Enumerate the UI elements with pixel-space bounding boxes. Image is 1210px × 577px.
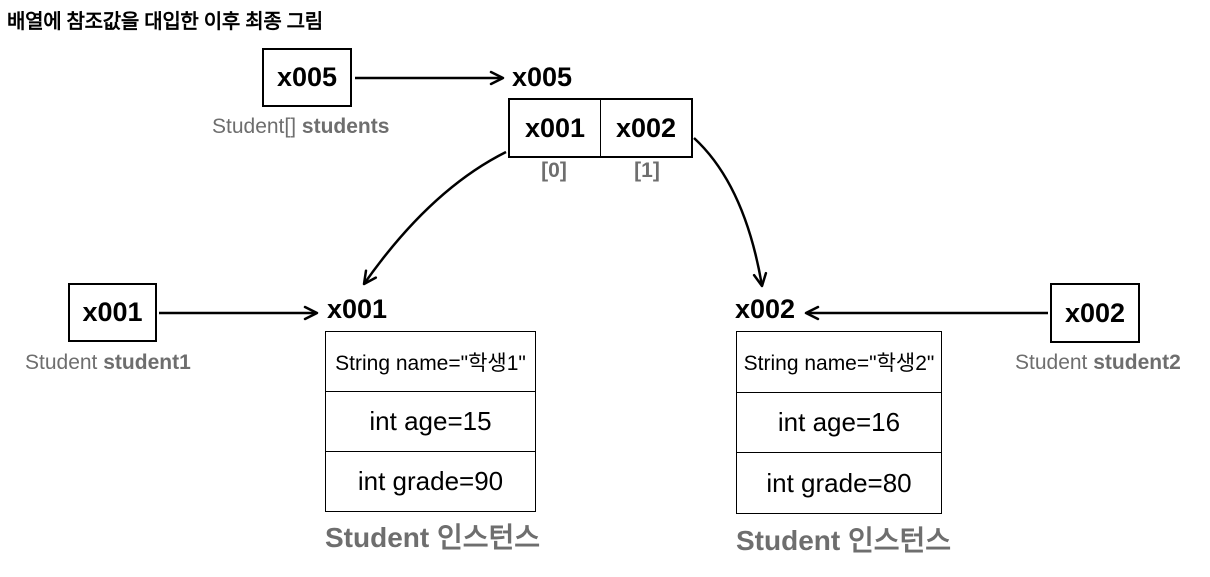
array-index-0-label: [0] [541, 159, 567, 182]
array-cell-0: x001 [524, 112, 586, 143]
students-ref-box: x005 [262, 48, 352, 107]
array-address-label: x005 [512, 62, 573, 92]
student2-var-type: Student [1015, 351, 1088, 374]
array-index-1-label: [1] [634, 159, 660, 182]
student2-ref-value: x002 [1064, 297, 1126, 328]
instance1-caption: Student 인스턴스 [325, 522, 541, 553]
arrow-array1-to-instance2 [693, 137, 768, 288]
instance2-caption: Student 인스턴스 [736, 525, 952, 556]
student1-var-name: student1 [103, 351, 191, 374]
student1-var-label: Student student1 [25, 351, 191, 375]
instance2-field-grade: int grade=80 [737, 452, 941, 513]
students-var-label: Student[] students [212, 115, 389, 139]
array-cell-1: x002 [600, 100, 691, 156]
instance1-address-label: x001 [327, 294, 388, 324]
diagram-title: 배열에 참조값을 대입한 이후 최종 그림 [7, 11, 323, 33]
student1-var-type: Student [25, 351, 98, 374]
array-object-box: x001 x002 [508, 98, 693, 158]
student1-ref-box: x001 [68, 283, 157, 342]
student2-var-label: Student student2 [1015, 351, 1181, 375]
students-var-name: students [301, 115, 390, 138]
instance1-field-age: int age=15 [326, 391, 535, 451]
instance2-field-age: int age=16 [737, 391, 941, 453]
instance1-field-name: String name="학생1" [335, 351, 526, 375]
student1-ref-value: x001 [82, 297, 143, 327]
student2-ref-box: x002 [1050, 283, 1140, 343]
students-ref-value: x005 [276, 62, 338, 92]
instance2-address-label: x002 [735, 294, 796, 324]
instance1-field-grade: int grade=90 [326, 451, 535, 511]
arrow-array0-to-instance1 [362, 150, 507, 286]
instance2-field-name: String name="학생2" [743, 351, 935, 375]
student2-var-name: student2 [1093, 351, 1181, 374]
students-var-type: Student[] [212, 115, 297, 138]
instance1-box: String name="학생1" int age=15 int grade=9… [325, 331, 536, 512]
instance2-box: String name="학생2" int age=16 int grade=8… [736, 331, 942, 514]
